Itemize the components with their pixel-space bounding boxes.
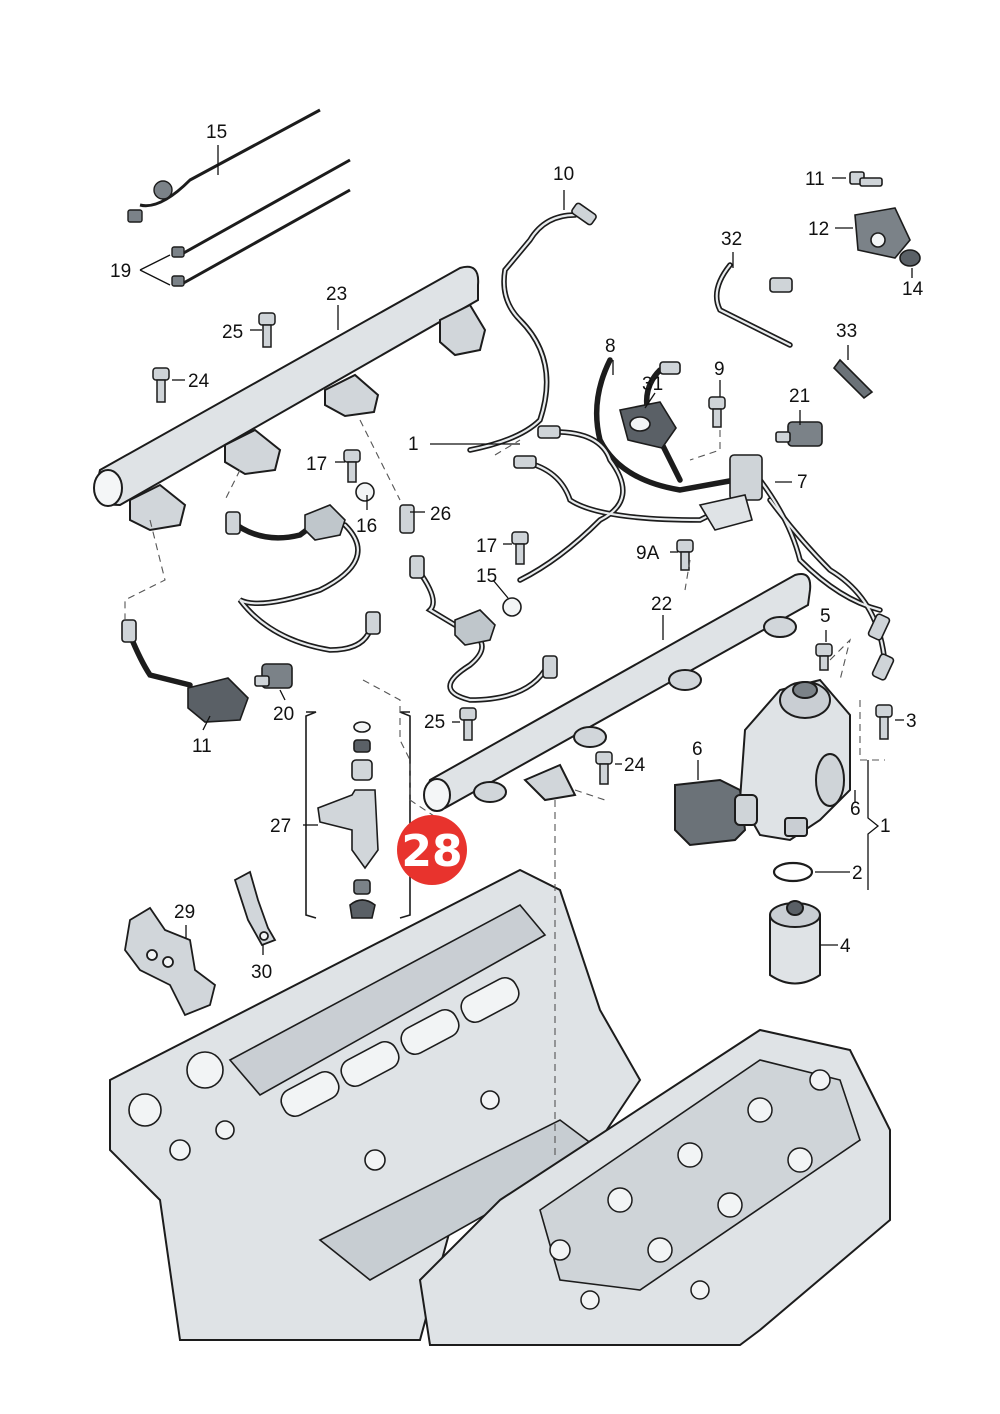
callout-17a: 17 bbox=[306, 454, 327, 475]
callout-24a: 24 bbox=[188, 371, 210, 392]
callout-13: 11 bbox=[805, 169, 825, 190]
fuel-line-fittings bbox=[121, 202, 895, 681]
callout-16: 16 bbox=[356, 516, 377, 537]
callout-7: 7 bbox=[797, 472, 808, 493]
bolts bbox=[152, 312, 893, 785]
distributor-block-7 bbox=[698, 454, 763, 531]
callout-26: 26 bbox=[430, 504, 451, 525]
callout-12: 12 bbox=[808, 219, 829, 240]
callout-22: 22 bbox=[651, 594, 672, 615]
cable-ties bbox=[139, 108, 351, 287]
callout-33: 33 bbox=[836, 321, 857, 342]
highlight-badge-label: 28 bbox=[401, 826, 462, 877]
sensor-11 bbox=[187, 677, 249, 723]
injector-assembly bbox=[305, 711, 411, 919]
callout-19: 19 bbox=[110, 261, 131, 282]
fuel-rail-right bbox=[423, 573, 812, 812]
callout-5: 5 bbox=[820, 606, 831, 627]
callout-3: 3 bbox=[906, 711, 917, 732]
fuel-lines-highlight bbox=[239, 213, 887, 702]
highlight-badge-circle bbox=[397, 815, 467, 885]
callout-31: 31 bbox=[642, 374, 663, 395]
sensor-20 bbox=[254, 663, 293, 689]
callout-30: 30 bbox=[251, 962, 272, 983]
callout-8: 8 bbox=[605, 336, 616, 357]
callout-18: 15 bbox=[206, 122, 227, 143]
camshaft-bearings bbox=[549, 1069, 831, 1310]
high-pressure-pump bbox=[738, 678, 851, 842]
callout-labels: 15 19 23 25 24 1 17 16 26 17 15 10 8 9 3… bbox=[110, 122, 924, 983]
callout-10: 10 bbox=[553, 164, 574, 185]
clip-15 bbox=[454, 609, 496, 646]
callout-14: 14 bbox=[902, 279, 924, 300]
callout-15: 15 bbox=[476, 566, 497, 587]
callout-24b: 24 bbox=[624, 755, 646, 776]
bracket-29 bbox=[124, 906, 217, 1017]
callout-11: 11 bbox=[192, 736, 212, 757]
highlight-badge-28[interactable]: 28 bbox=[397, 815, 467, 885]
callout-25a: 25 bbox=[222, 322, 243, 343]
bracket-31 bbox=[619, 401, 677, 449]
pipe-clips bbox=[304, 482, 522, 646]
callout-27: 27 bbox=[270, 816, 291, 837]
callout-4: 4 bbox=[840, 936, 851, 957]
callout-21: 21 bbox=[789, 386, 810, 407]
assembly-guides bbox=[124, 419, 885, 1160]
callout-6b: 6 bbox=[850, 799, 861, 820]
grommet-14 bbox=[899, 249, 921, 267]
callout-17b: 17 bbox=[476, 536, 497, 557]
o-ring-2 bbox=[772, 861, 814, 883]
sleeve-33 bbox=[832, 358, 874, 400]
pressure-regulator-6 bbox=[674, 778, 758, 847]
sensor-21 bbox=[775, 421, 823, 447]
bracket-12 bbox=[854, 207, 911, 259]
callout-1b: 1 bbox=[880, 816, 891, 837]
roller-tappet-4 bbox=[769, 900, 821, 985]
callout-9: 9 bbox=[714, 359, 725, 380]
bolt-13 bbox=[849, 171, 883, 187]
engine-left-bank-top bbox=[228, 903, 547, 1097]
engine-block bbox=[109, 868, 891, 1346]
fuel-rail-left bbox=[93, 265, 487, 532]
callout-6a: 6 bbox=[692, 739, 703, 760]
callout-9A: 9A bbox=[636, 543, 660, 564]
leader-lines bbox=[139, 145, 913, 955]
callout-2: 2 bbox=[852, 863, 863, 884]
clip-15-ring bbox=[502, 597, 522, 617]
callout-20: 20 bbox=[273, 704, 294, 725]
callout-29: 29 bbox=[174, 902, 195, 923]
callout-25b: 25 bbox=[424, 712, 445, 733]
clip-16 bbox=[304, 504, 346, 541]
callout-32: 32 bbox=[721, 229, 742, 250]
cable-tie-mounts bbox=[127, 180, 185, 287]
clip-16-ring bbox=[355, 482, 375, 502]
engine-front-bores bbox=[128, 1051, 500, 1171]
intake-ports bbox=[280, 976, 520, 1118]
clip-30 bbox=[233, 870, 277, 947]
engine-right-head-deck bbox=[539, 1059, 861, 1291]
callout-23: 23 bbox=[326, 284, 347, 305]
callout-1a: 1 bbox=[408, 434, 419, 455]
